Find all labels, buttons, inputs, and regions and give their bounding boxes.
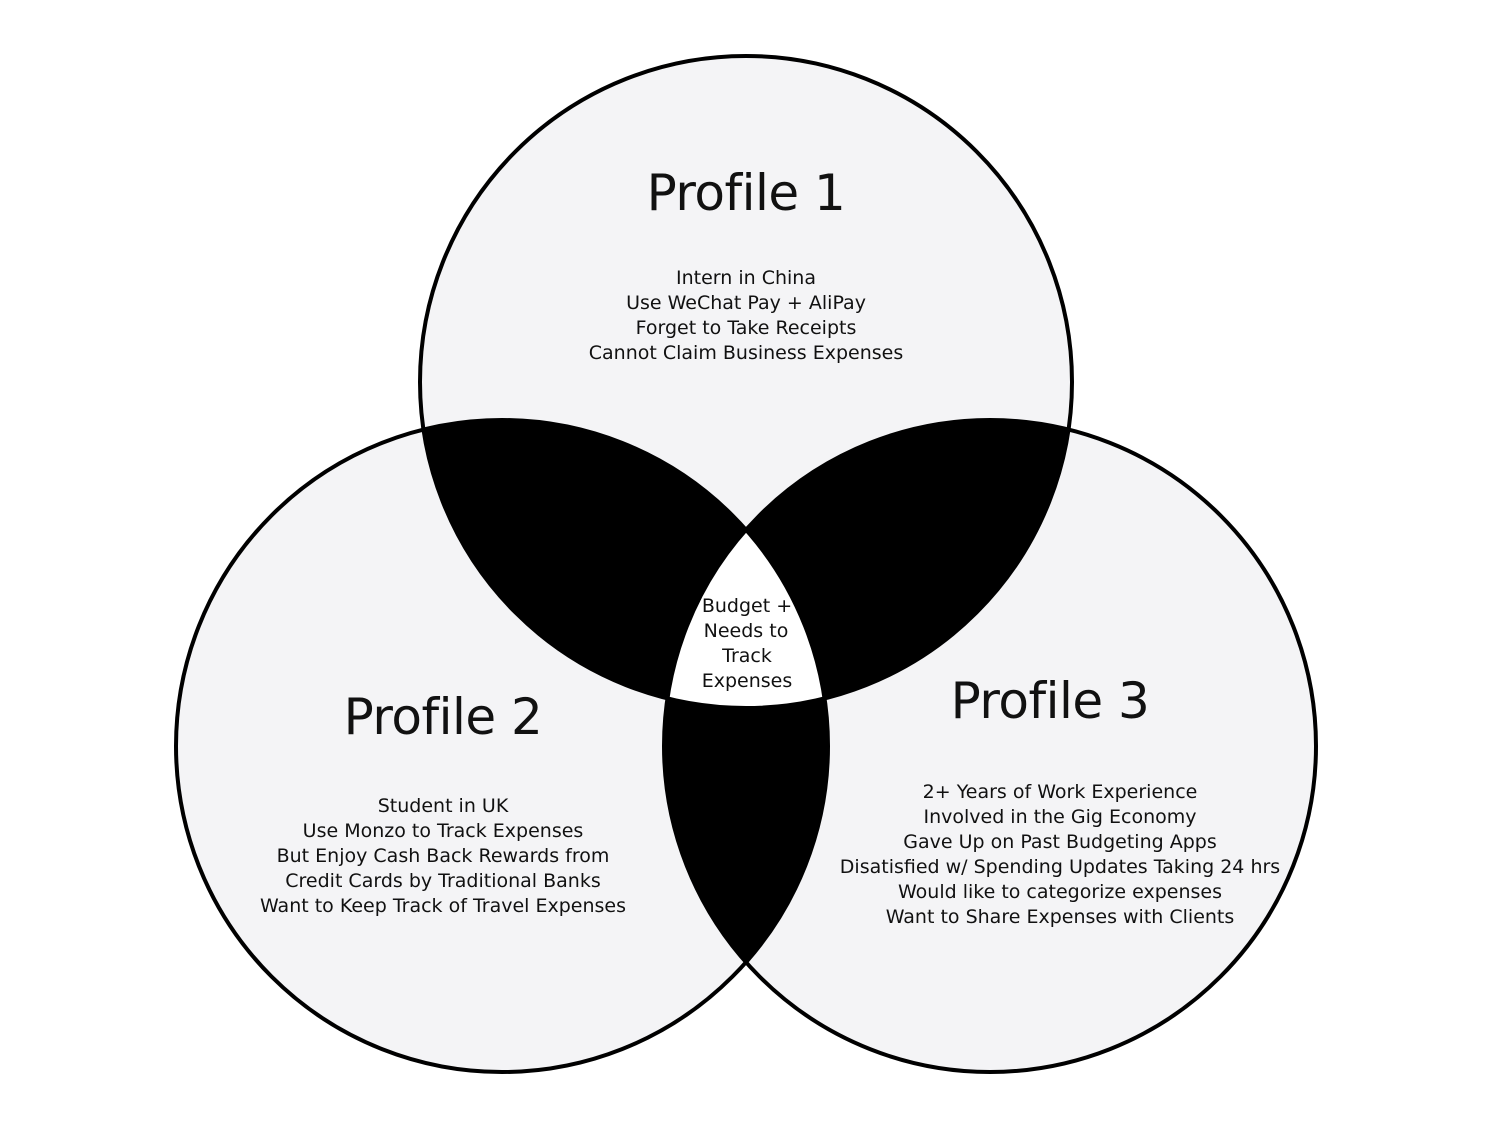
center-line: Budget +: [702, 595, 792, 617]
profile-3-line: Disatisfied w/ Spending Updates Taking 2…: [840, 856, 1280, 878]
profile-2-line: Want to Keep Track of Travel Expenses: [260, 895, 626, 917]
profile-3-line: Want to Share Expenses with Clients: [886, 906, 1235, 928]
profile-2-title: Profile 2: [344, 688, 543, 746]
profile-1-line: Forget to Take Receipts: [636, 317, 857, 339]
profile-3-outline: [662, 418, 1318, 1074]
center-line: Needs to: [704, 620, 789, 642]
profile-3-line: Gave Up on Past Budgeting Apps: [903, 831, 1216, 853]
profile-1-outline: [418, 54, 1074, 710]
profile-3-title: Profile 3: [951, 672, 1150, 730]
profile-2-line: Student in UK: [378, 795, 509, 817]
profile-3-line: Involved in the Gig Economy: [923, 806, 1196, 828]
overlap-1-3: [664, 420, 1072, 708]
profile-2-line: But Enjoy Cash Back Rewards from: [277, 845, 610, 867]
profile-2-line: Credit Cards by Traditional Banks: [285, 870, 601, 892]
profile-1-line: Use WeChat Pay + AliPay: [626, 292, 866, 314]
center-line: Expenses: [702, 670, 793, 692]
profile-1-title: Profile 1: [647, 164, 846, 222]
profile-3-line: Would like to categorize expenses: [898, 881, 1222, 903]
center-line: Track: [721, 645, 772, 667]
overlap-1-2: [420, 420, 828, 708]
profile-1-line: Intern in China: [676, 267, 816, 289]
profile-3-line: 2+ Years of Work Experience: [923, 781, 1198, 803]
profile-2-line: Use Monzo to Track Expenses: [303, 820, 584, 842]
profile-2-outline: [174, 418, 830, 1074]
profile-1-line: Cannot Claim Business Expenses: [589, 342, 903, 364]
